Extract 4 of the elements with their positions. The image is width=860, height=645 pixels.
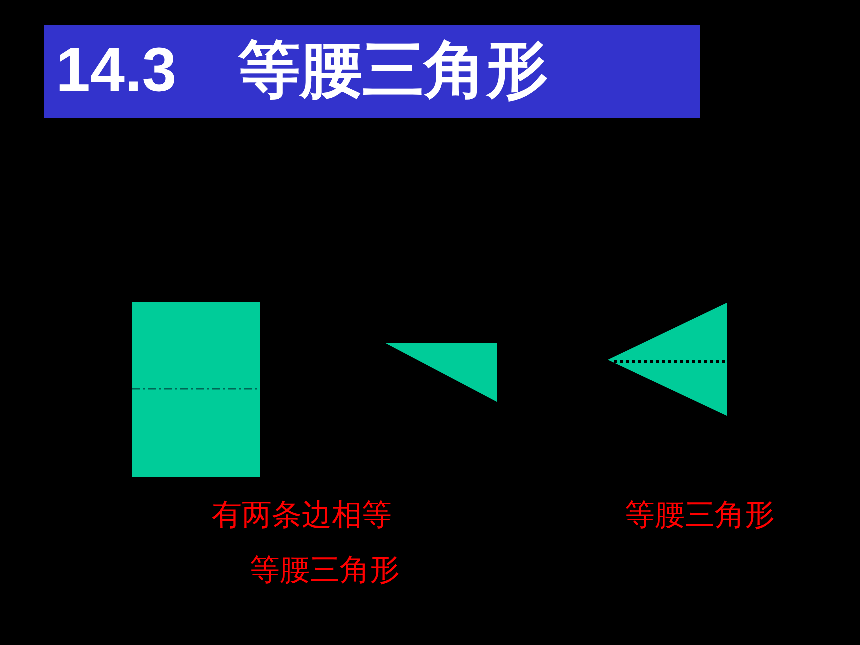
caption-text: 等腰三角形 xyxy=(625,498,775,534)
caption-text: 等腰三角形 xyxy=(250,553,400,589)
title: 14.3 等腰三角形 xyxy=(56,35,549,107)
caption-text: 有两条边相等 xyxy=(212,498,392,534)
